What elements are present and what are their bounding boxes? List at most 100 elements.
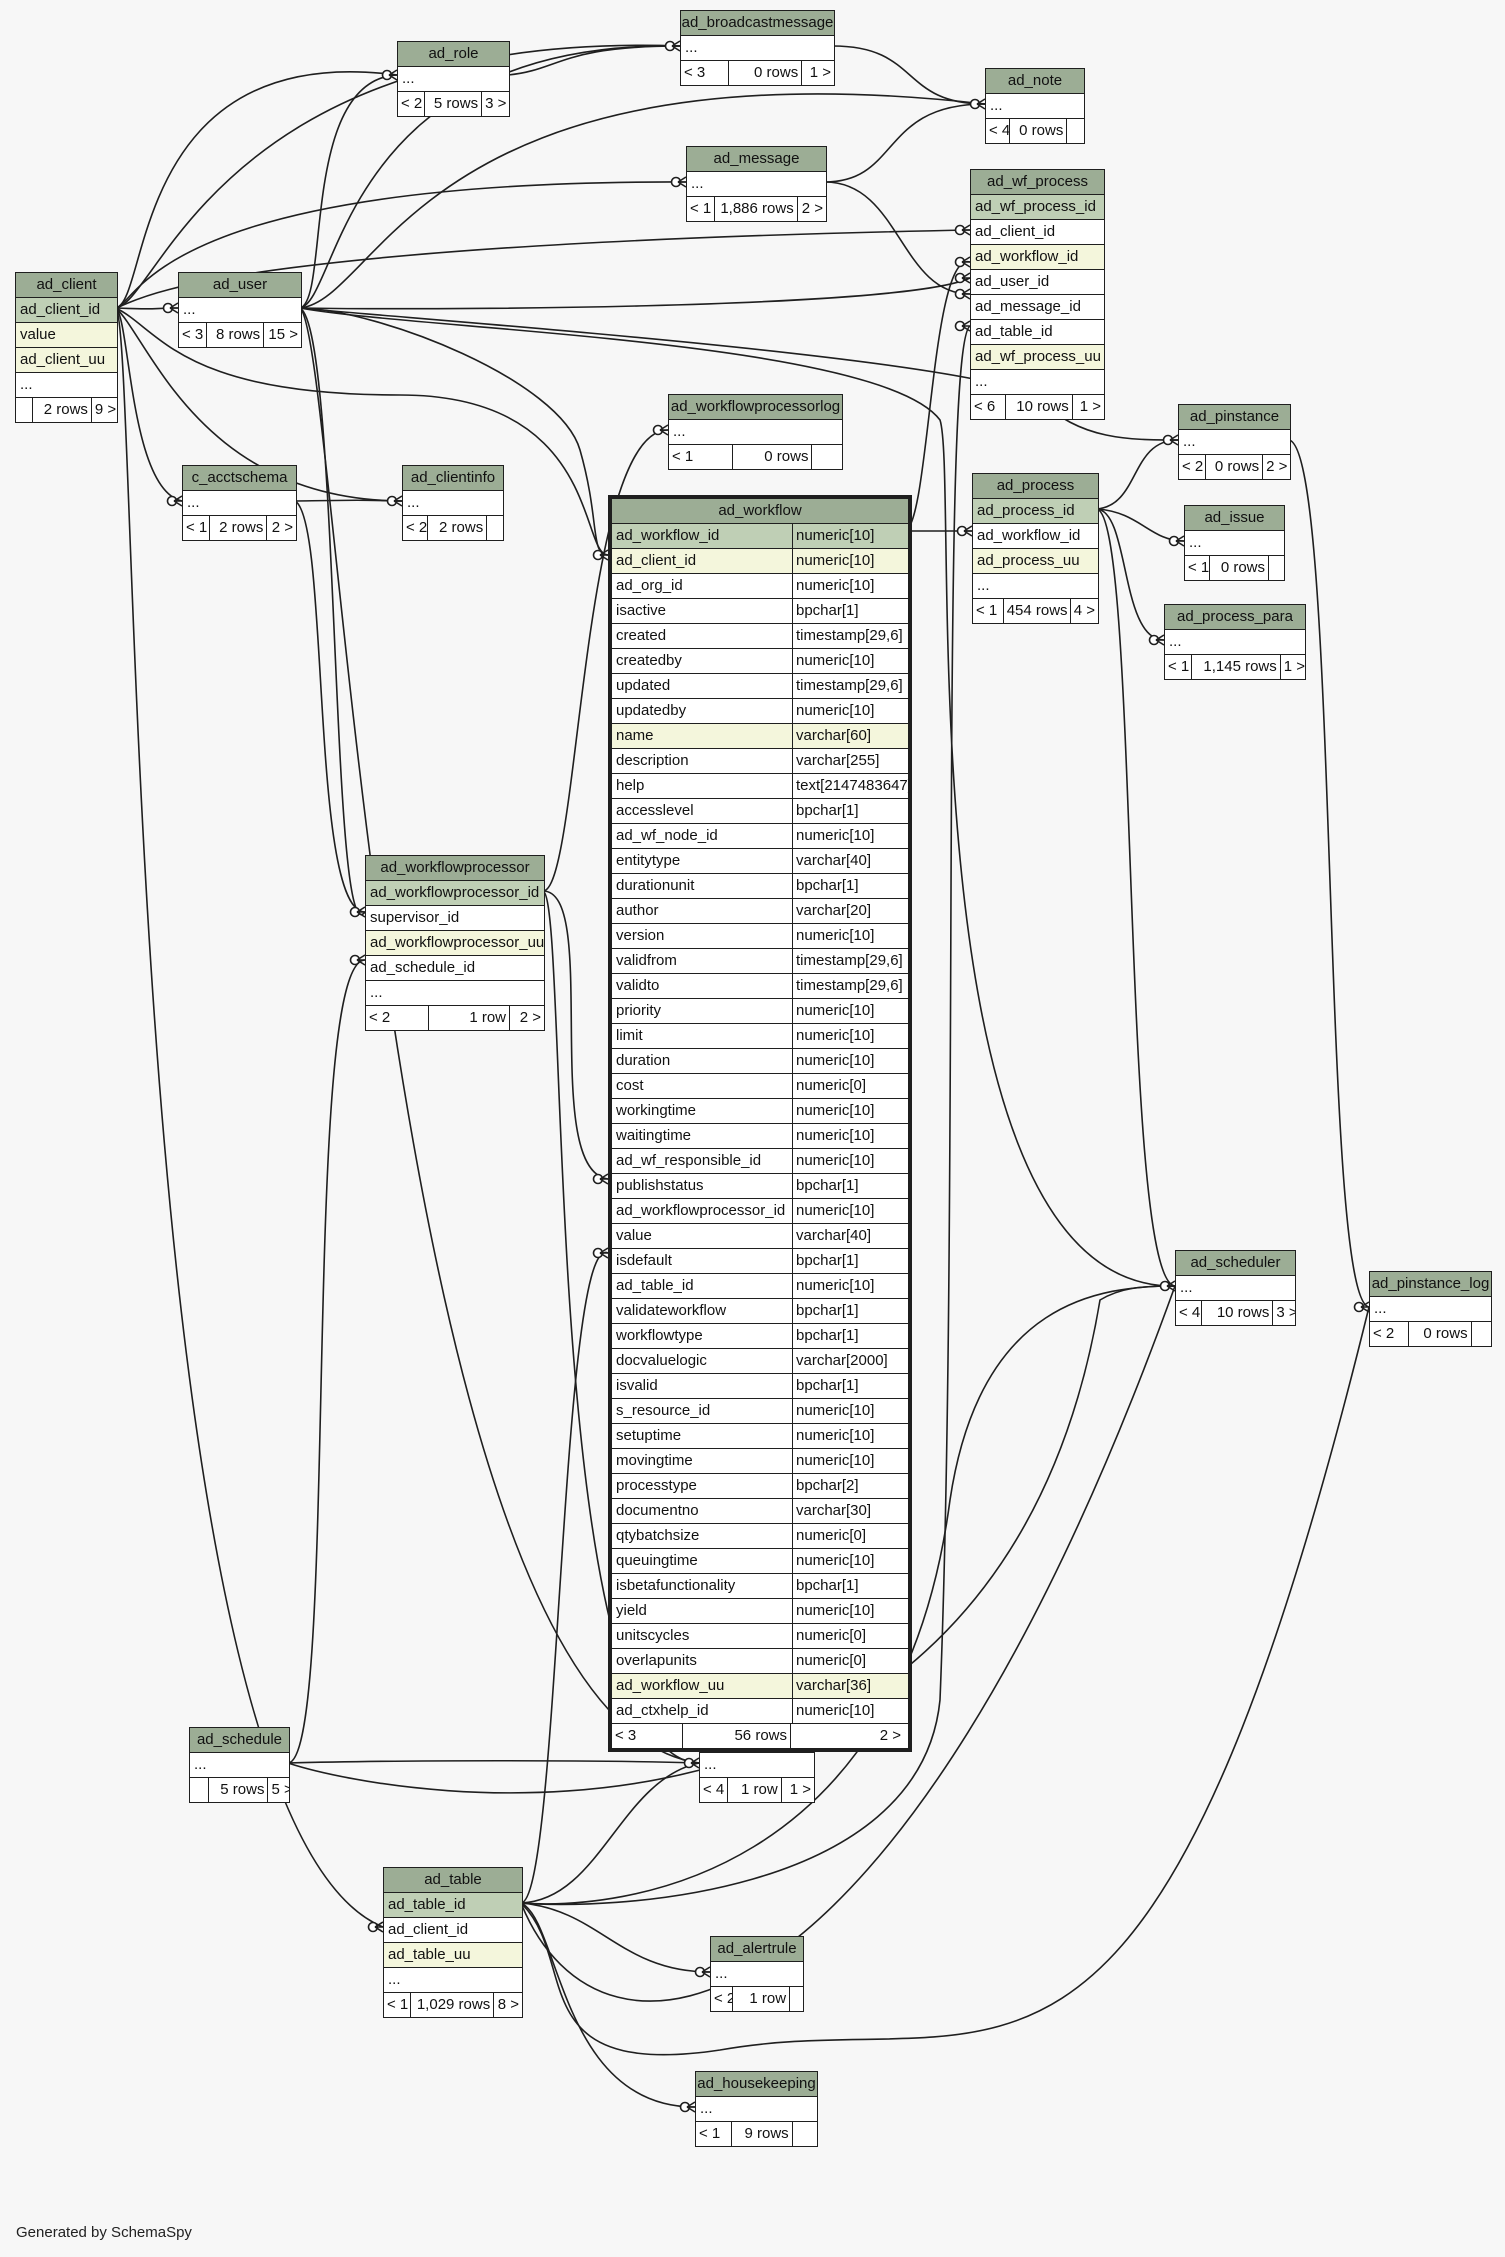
parents-link[interactable]: < 1	[1165, 655, 1192, 679]
children-link[interactable]: 9 >	[94, 401, 117, 418]
parents-link[interactable]: < 2	[366, 1006, 429, 1030]
table-column[interactable]: ad_table_id	[971, 320, 1104, 345]
children-link[interactable]: 1 >	[1079, 398, 1101, 415]
children-link[interactable]: 2 >	[519, 1009, 541, 1026]
parents-link[interactable]: < 3	[179, 323, 208, 347]
table-column[interactable]: ...	[403, 491, 503, 516]
parents-link[interactable]: < 3	[681, 61, 730, 85]
parents-link[interactable]: < 1	[973, 599, 1004, 623]
table-column[interactable]: ...	[687, 172, 826, 197]
table-column[interactable]: ad_table_uu	[384, 1943, 522, 1968]
table-column[interactable]: ...	[190, 1753, 289, 1778]
table-column[interactable]: ad_client_id	[971, 220, 1104, 245]
table-column[interactable]: ad_table_id	[384, 1893, 522, 1918]
parents-link[interactable]: < 1	[696, 2122, 732, 2146]
children-link[interactable]	[790, 1987, 803, 2011]
children-link[interactable]: 3 >	[1276, 1304, 1295, 1321]
table-column[interactable]: ...	[398, 67, 509, 92]
children-link[interactable]	[812, 445, 842, 469]
table-column[interactable]: ...	[973, 574, 1098, 599]
table-column[interactable]: value	[16, 323, 117, 348]
table-column[interactable]: ad_message_id	[971, 295, 1104, 320]
table-column[interactable]: ad_workflow_id	[973, 524, 1098, 549]
children-link[interactable]	[793, 2122, 817, 2146]
children-link[interactable]: 1 >	[809, 64, 831, 81]
parents-link[interactable]: < 4	[986, 119, 1011, 143]
table-column[interactable]: ...	[669, 420, 842, 445]
table-column[interactable]: ...	[986, 94, 1084, 119]
children-link[interactable]: 2 >	[1266, 458, 1288, 475]
table-column[interactable]: ...	[16, 373, 117, 398]
children-link[interactable]: 2 >	[271, 519, 293, 536]
children-link[interactable]	[487, 516, 503, 540]
parents-link[interactable]: < 3	[612, 1724, 683, 1748]
table-column[interactable]: ...	[1165, 630, 1305, 655]
children-link[interactable]	[1269, 556, 1284, 580]
table-column[interactable]: ad_schedule_id	[366, 956, 544, 981]
parents-link[interactable]: < 2	[1179, 455, 1207, 479]
parents-link[interactable]: < 6	[971, 395, 1006, 419]
table-column[interactable]: ...	[384, 1968, 522, 1993]
table-column[interactable]: ...	[681, 36, 834, 61]
table-column[interactable]: ad_workflowprocessor_uu	[366, 931, 544, 956]
table-column[interactable]: ...	[700, 1753, 814, 1778]
table-column[interactable]: ...	[696, 2097, 817, 2122]
table-column[interactable]: ...	[971, 370, 1104, 395]
children-link[interactable]: 3 >	[485, 95, 507, 112]
table-column[interactable]: ad_user_id	[971, 270, 1104, 295]
parents-link[interactable]: < 1	[669, 445, 734, 469]
table-column[interactable]: ad_workflowprocessor_id	[366, 881, 544, 906]
children-link[interactable]: 5 >	[271, 1781, 289, 1798]
parents-link[interactable]: < 2	[1370, 1322, 1409, 1346]
table-column[interactable]: ad_wf_process_uu	[971, 345, 1104, 370]
table-column[interactable]: ...	[179, 298, 301, 323]
table-column[interactable]: ad_client_id	[384, 1918, 522, 1943]
parents-link[interactable]: < 2	[711, 1987, 734, 2011]
children-link[interactable]	[1067, 119, 1084, 143]
table-column[interactable]: ...	[1176, 1276, 1295, 1301]
